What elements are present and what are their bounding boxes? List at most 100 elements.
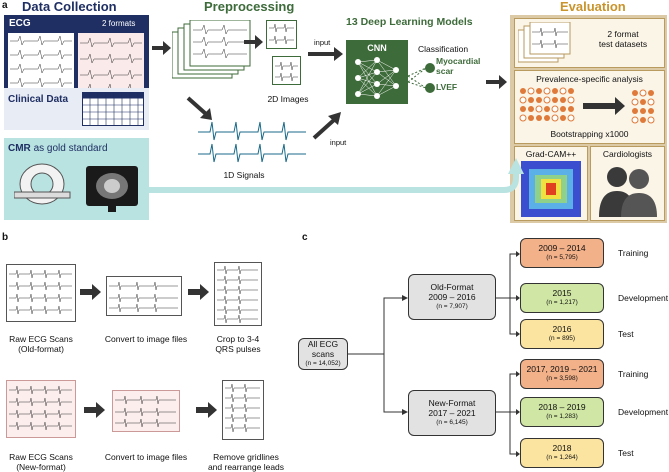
neural-network-icon bbox=[355, 57, 399, 99]
arrow-to-evaluation bbox=[486, 75, 507, 89]
arrow-to-2d-images bbox=[244, 35, 263, 49]
bootstrap-label: Bootstrapping x1000 bbox=[550, 129, 629, 139]
mri-scanner-icon bbox=[14, 163, 138, 212]
converted-old-image bbox=[106, 276, 182, 316]
raw-ecg-old-line1: Raw ECG Scans bbox=[9, 334, 73, 344]
panel-c-letter: c bbox=[302, 232, 308, 243]
leaf-years: 2016 bbox=[552, 324, 572, 334]
arrow-signals-to-cnn bbox=[312, 112, 341, 140]
1d-signals-label: 1D Signals bbox=[223, 170, 265, 180]
raw-ecg-new-label: Raw ECG Scans (New-format) bbox=[0, 452, 82, 472]
split-label-old-test: Test bbox=[618, 329, 634, 339]
2d-images-illustration bbox=[266, 20, 301, 85]
raw-ecg-new-image bbox=[6, 380, 76, 438]
arrow-to-preprocessing bbox=[152, 41, 171, 55]
gradcam-heatmap bbox=[521, 161, 581, 217]
ecg-label: ECG bbox=[9, 18, 31, 29]
new-format-line1: New-Format bbox=[428, 398, 476, 408]
cnn-box: CNN bbox=[346, 40, 408, 104]
crop-line1: Crop to 3-4 bbox=[216, 334, 260, 344]
remove-gridlines-line2: and rearrange leads bbox=[207, 462, 285, 472]
panel-b-letter: b bbox=[2, 232, 9, 243]
leaf-node-new-test: 2018 (n = 1,264) bbox=[520, 438, 604, 468]
arrow-b-row1-2 bbox=[188, 284, 209, 300]
old-format-node: Old-Format 2009 – 2016 (n = 7,907) bbox=[408, 274, 496, 320]
old-format-line1: Old-Format bbox=[430, 282, 474, 292]
new-format-n: (n = 6,145) bbox=[436, 419, 468, 426]
output-myocardial-scar-line1: Myocardial bbox=[436, 56, 481, 66]
all-ecg-scans-n: (n = 14,052) bbox=[305, 360, 341, 367]
test-dataset-sheets bbox=[518, 22, 571, 63]
test-datasets-line2: test datasets bbox=[598, 39, 648, 49]
leaf-years: 2017, 2019 – 2021 bbox=[526, 364, 598, 374]
converted-new-image bbox=[112, 390, 180, 432]
evaluation-title: Evaluation bbox=[560, 0, 626, 14]
leaf-n: (n = 5,795) bbox=[546, 254, 578, 261]
prevalence-dots-illustration bbox=[519, 87, 655, 124]
remove-gridlines-line1: Remove gridlines bbox=[213, 452, 279, 462]
raw-ecg-new-line1: Raw ECG Scans bbox=[9, 452, 73, 462]
old-format-line2: 2009 – 2016 bbox=[428, 292, 476, 302]
data-collection-title: Data Collection bbox=[22, 0, 117, 14]
models-title: 13 Deep Learning Models bbox=[346, 16, 473, 28]
cropped-qrs-image bbox=[214, 262, 262, 326]
raw-ecg-old-label: Raw ECG Scans (Old-format) bbox=[0, 334, 82, 354]
leaf-node-old-test: 2016 (n = 895) bbox=[520, 319, 604, 349]
prevalence-box: Prevalence-specific analysis Bootstrappi… bbox=[514, 70, 665, 144]
leaf-node-old-training: 2009 – 2014 (n = 5,795) bbox=[520, 238, 604, 268]
gradcam-label: Grad-CAM++ bbox=[525, 149, 577, 159]
convert-new-label: Convert to image files bbox=[104, 452, 188, 462]
classification-label: Classification bbox=[418, 44, 469, 54]
cmr-label-bold: CMR bbox=[8, 143, 31, 154]
raw-ecg-old-line2: (Old-format) bbox=[18, 344, 64, 354]
leaf-node-old-development: 2015 (n = 1,217) bbox=[520, 283, 604, 313]
ecg-formats-label: 2 formats bbox=[102, 19, 136, 28]
leaf-node-new-training: 2017, 2019 – 2021 (n = 3,598) bbox=[520, 359, 604, 389]
output-myocardial-scar-line2: scar bbox=[436, 66, 454, 76]
all-ecg-scans-node: All ECG scans (n = 14,052) bbox=[298, 338, 348, 370]
ecg-panel: ECG 2 formats bbox=[4, 15, 149, 125]
leaf-n: (n = 1,264) bbox=[546, 454, 578, 461]
all-ecg-scans-title: All ECG scans bbox=[307, 339, 339, 359]
test-datasets-label: 2 format test datasets bbox=[583, 29, 663, 49]
leaf-n: (n = 3,598) bbox=[546, 375, 578, 382]
ecg-stack-illustration bbox=[172, 20, 251, 79]
panel-a-letter: a bbox=[2, 0, 8, 11]
split-label-new-development: Development bbox=[618, 407, 669, 417]
arrow-to-1d-signals bbox=[186, 96, 212, 120]
new-format-node: New-Format 2017 – 2021 (n = 6,145) bbox=[408, 390, 496, 436]
preprocessing-title: Preprocessing bbox=[204, 0, 295, 14]
split-label-old-development: Development bbox=[618, 293, 669, 303]
leaf-n: (n = 1,283) bbox=[546, 413, 578, 420]
leaf-years: 2009 – 2014 bbox=[538, 243, 586, 253]
new-format-line2: 2017 – 2021 bbox=[428, 408, 476, 418]
split-label-new-training: Training bbox=[618, 369, 649, 379]
crop-label: Crop to 3-4 QRS pulses bbox=[204, 334, 272, 354]
split-label-old-training: Training bbox=[618, 248, 649, 258]
leaf-years: 2015 bbox=[552, 288, 572, 298]
leaf-years: 2018 bbox=[552, 443, 572, 453]
cardiologists-icon bbox=[599, 167, 657, 217]
rearranged-leads-image bbox=[222, 380, 264, 440]
prevalence-label: Prevalence-specific analysis bbox=[536, 74, 643, 84]
cardiologists-label: Cardiologists bbox=[602, 149, 653, 159]
cmr-to-evaluation-arrow bbox=[148, 158, 524, 193]
cmr-panel: CMR as gold standard bbox=[4, 138, 149, 220]
leaf-n: (n = 1,217) bbox=[546, 299, 578, 306]
output-lvef: LVEF bbox=[436, 82, 458, 92]
arrow-images-to-cnn bbox=[308, 47, 343, 61]
clinical-data-panel: Clinical Data bbox=[4, 88, 149, 130]
clinical-data-label: Clinical Data bbox=[8, 94, 69, 105]
leaf-n: (n = 895) bbox=[548, 335, 576, 342]
old-format-n: (n = 7,907) bbox=[436, 303, 468, 310]
input-label-top: input bbox=[314, 38, 331, 47]
evaluation-panel: 2 format test datasets Prevalence-specif… bbox=[510, 15, 667, 223]
ecg-sheets-illustration bbox=[8, 33, 144, 95]
split-label-new-test: Test bbox=[618, 448, 634, 458]
leaf-years: 2018 – 2019 bbox=[538, 402, 586, 412]
cmr-label-rest: as gold standard bbox=[33, 143, 108, 154]
leaf-node-new-development: 2018 – 2019 (n = 1,283) bbox=[520, 397, 604, 427]
gradcam-box: Grad-CAM++ bbox=[514, 146, 588, 221]
convert-old-label: Convert to image files bbox=[104, 334, 188, 344]
